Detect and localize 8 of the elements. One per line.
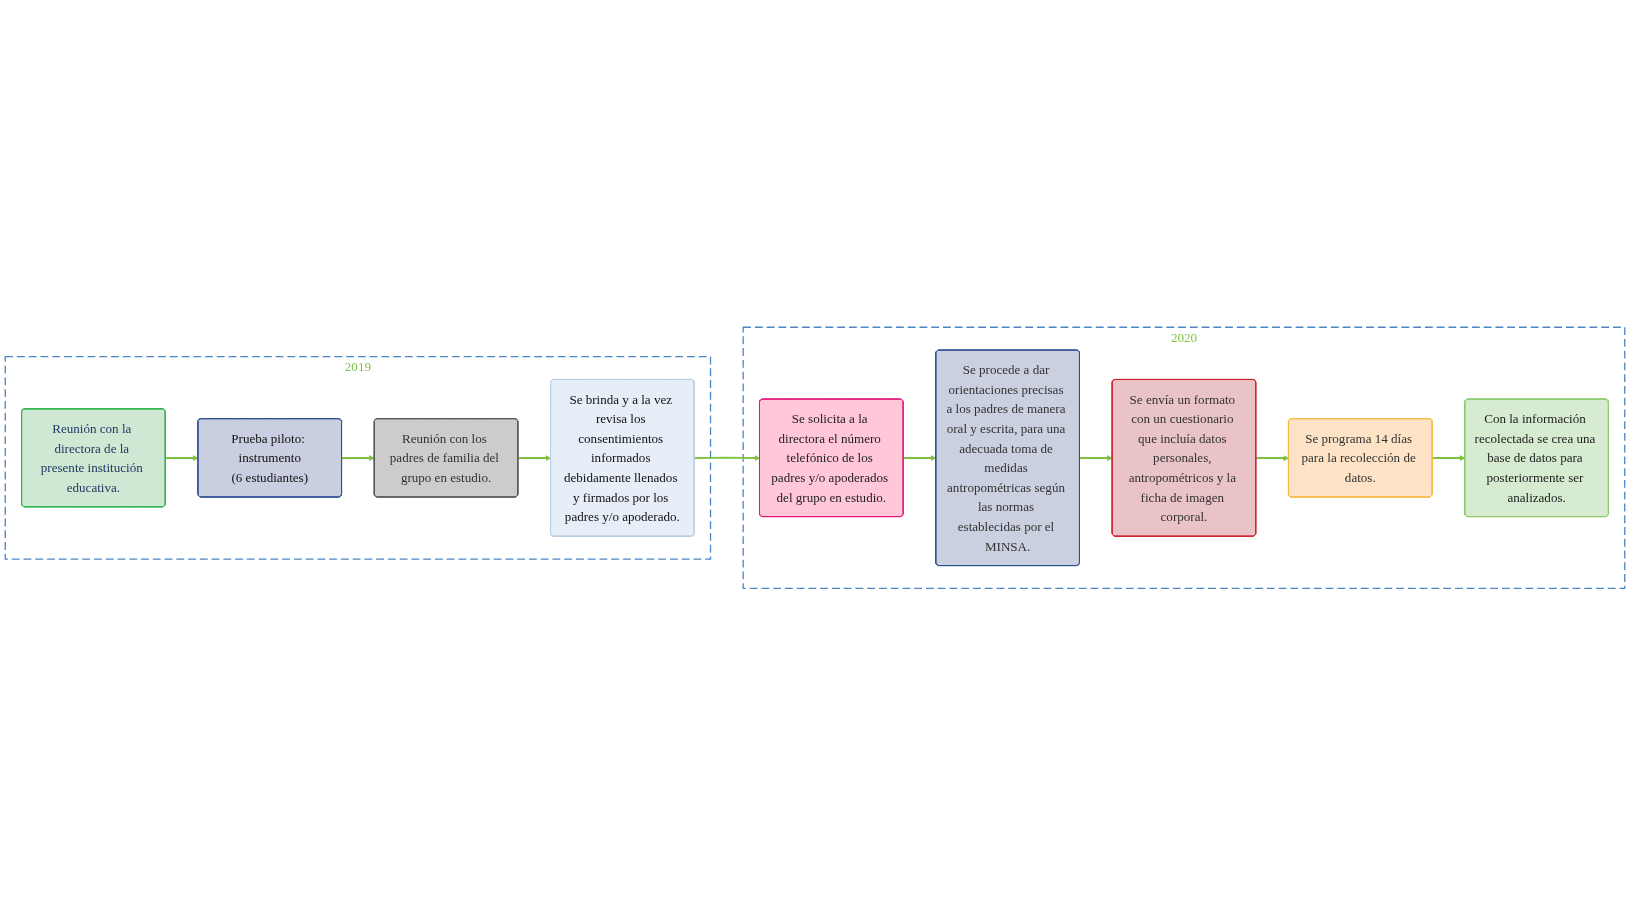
arrow xyxy=(902,455,937,462)
arrow xyxy=(693,455,761,462)
arrow xyxy=(1431,455,1466,462)
arrow xyxy=(340,455,375,462)
arrow xyxy=(1078,455,1113,462)
arrow xyxy=(517,455,552,462)
arrow xyxy=(1255,455,1290,462)
arrow xyxy=(164,455,199,462)
